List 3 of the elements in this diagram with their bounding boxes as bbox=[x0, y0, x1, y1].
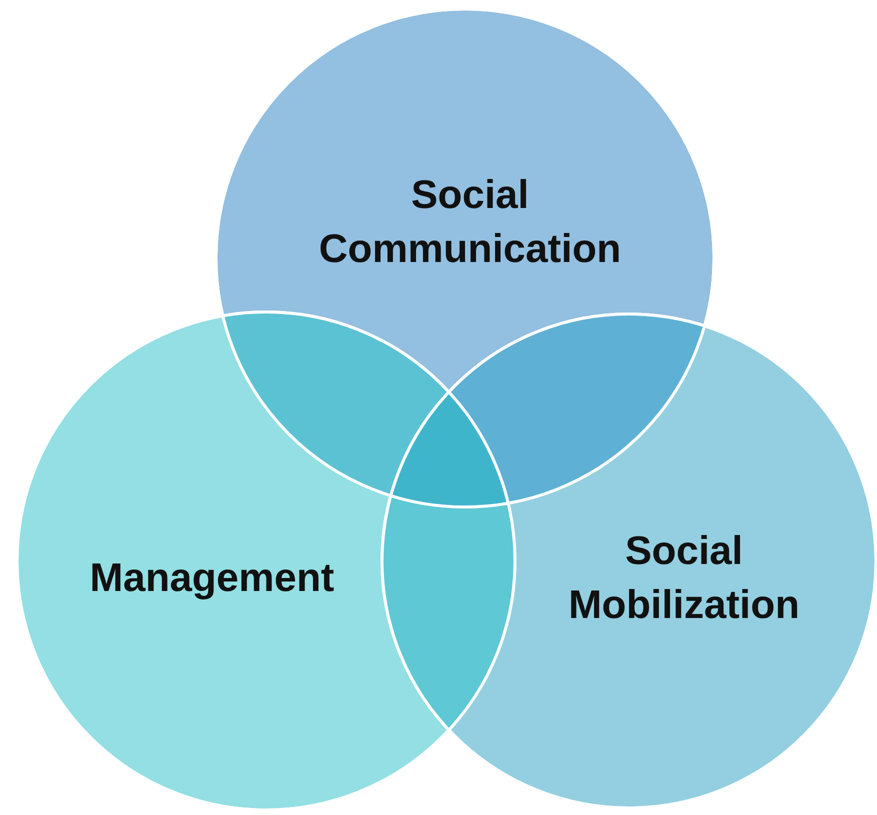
circle-label: Management bbox=[88, 555, 336, 602]
circle-label: Social Communication bbox=[318, 172, 622, 273]
circle-label: Social Mobilization bbox=[567, 528, 801, 629]
